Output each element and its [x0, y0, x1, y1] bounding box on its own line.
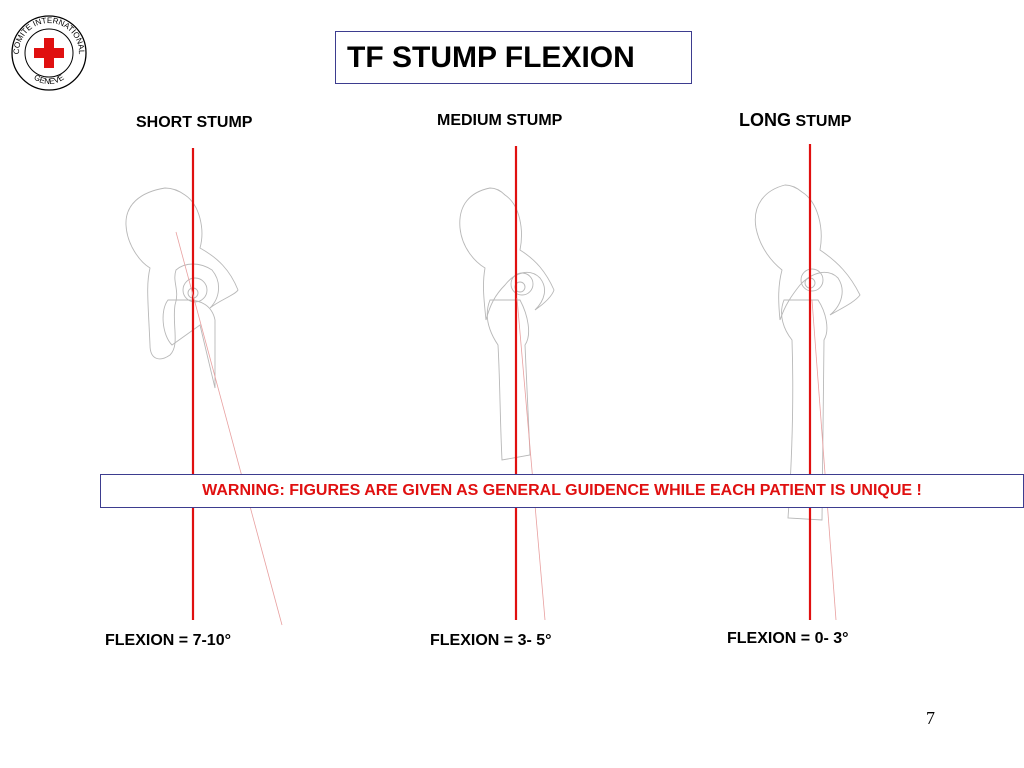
hip-joint-short — [182, 277, 208, 303]
label-long-stump-suffix: STUMP — [791, 113, 852, 130]
hip-joint-long — [800, 268, 824, 292]
pelvis-outline-long — [754, 184, 861, 321]
pelvis-outline-medium — [459, 187, 555, 321]
svg-text:GENEVE: GENEVE — [32, 73, 65, 86]
page-number: 7 — [926, 708, 935, 728]
label-short-stump: SHORT STUMP — [136, 114, 252, 132]
label-medium-stump-text: MEDIUM STUMP — [437, 112, 563, 129]
figure-long-stump — [754, 184, 861, 521]
label-long-stump: LONG STUMP — [739, 110, 851, 131]
figure-short-stump — [125, 187, 239, 389]
label-long-stump-main: LONG — [739, 110, 791, 130]
flexion-line-long — [811, 299, 837, 621]
flexion-long-stump: FLEXION = 0- 3° — [727, 630, 849, 647]
hip-joint-medium — [510, 272, 534, 296]
femur-stump-medium — [486, 299, 531, 461]
flexion-line-medium — [516, 297, 546, 621]
femur-stump-long — [781, 299, 828, 521]
logo-text-bottom: GENEVE — [32, 73, 65, 86]
warning-text: WARNING: FIGURES ARE GIVEN AS GENERAL GU… — [202, 482, 922, 499]
page-title: TF STUMP FLEXION — [347, 40, 635, 74]
flexion-medium-stump: FLEXION = 3- 5° — [430, 632, 552, 649]
figure-medium-stump — [459, 187, 555, 461]
flexion-short-stump: FLEXION = 7-10° — [105, 632, 231, 649]
pelvis-outline-short — [125, 187, 239, 360]
warning-box: WARNING: FIGURES ARE GIVEN AS GENERAL GU… — [100, 474, 1024, 508]
label-short-stump-text: SHORT STUMP — [136, 114, 253, 131]
flexion-line-short — [175, 231, 283, 626]
label-medium-stump: MEDIUM STUMP — [437, 112, 562, 130]
red-cross-icon — [34, 38, 64, 68]
femur-stump-short — [162, 299, 216, 389]
title-box: TF STUMP FLEXION — [335, 31, 692, 84]
icrc-logo: COMITE INTERNATIONAL GENEVE — [11, 15, 87, 91]
